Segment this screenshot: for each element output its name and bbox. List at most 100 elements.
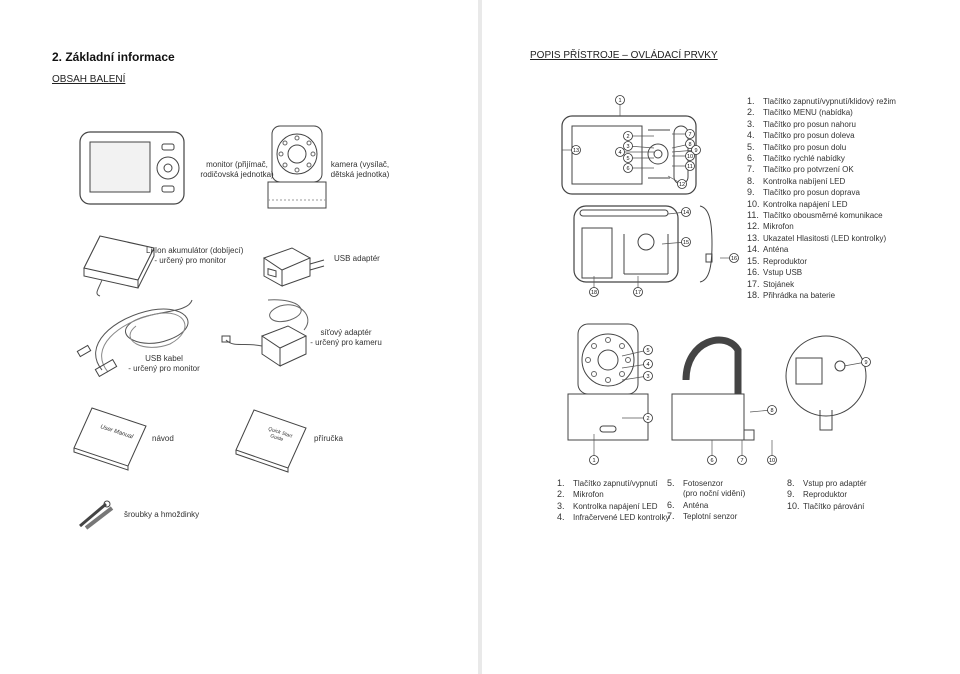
guide-cover-text-2: Guide [269, 433, 284, 443]
callout-number: 5 [626, 156, 629, 162]
list-item-number: 11. [747, 210, 759, 221]
callout-circle [643, 371, 653, 381]
camera-back-illustration [785, 335, 867, 431]
list-item: 10.Kontrolka napájení LED [747, 199, 896, 210]
callout-badge: 17 [633, 276, 643, 297]
monitor-controls-list: 1.Tlačítko zapnutí/vypnutí/klidový režim… [747, 96, 896, 301]
callout-badge: 7 [672, 129, 695, 139]
callout-badge: 5 [621, 345, 653, 357]
list-item: 6.Anténa [667, 500, 745, 511]
callout-number: 7 [740, 458, 743, 464]
callout-badge: 3 [623, 141, 655, 151]
list-item: (pro noční vidění) [667, 489, 745, 499]
callout-circle [861, 357, 871, 367]
list-item: 18.Přihrádka na baterie [747, 290, 896, 301]
callout-number: 8 [688, 142, 691, 148]
list-item: 9. Reproduktor [787, 489, 867, 500]
section-title: 2. Základní informace [52, 50, 175, 64]
list-item-text: Anténa [683, 500, 709, 510]
list-item-number: 16. [747, 267, 760, 278]
callout-circle [729, 253, 739, 263]
list-item-number: 9. [787, 489, 795, 500]
callout-badge: 4 [615, 147, 654, 157]
monitor-label: monitor (přijímač,rodičovská jednotka) [200, 160, 274, 179]
list-item-text: Vstup USB [763, 268, 803, 278]
callout-circle [685, 161, 695, 171]
callout-circle [685, 151, 695, 161]
list-item-number: 1. [557, 478, 565, 488]
callout-number: 6 [710, 458, 713, 464]
callout-number: 15 [683, 240, 689, 246]
list-item-text: Tlačítko zapnutí/vypnutí/klidový režim [763, 97, 896, 106]
list-item-text: Tlačítko pro posun doprava [763, 188, 860, 198]
list-item-number: 3. [747, 118, 755, 129]
list-item-number: 7. [747, 164, 755, 175]
list-item: 14.Anténa [747, 244, 896, 255]
list-item: 1.Tlačítko zapnutí/vypnutí [557, 478, 670, 489]
callout-number: 2 [646, 416, 649, 422]
list-item-text: Tlačítko rychlé nabídky [763, 154, 845, 164]
callout-circle [691, 145, 701, 155]
callout-number: 6 [626, 166, 629, 172]
package-contents-heading: OBSAH BALENÍ [52, 74, 126, 85]
list-item-number: 14. [747, 244, 760, 255]
list-item-number: 10. [787, 500, 800, 511]
monitor-back-illustration [573, 205, 679, 283]
guide-label: příručka [314, 434, 343, 443]
list-item-text: Anténa [763, 245, 789, 255]
network-adapter-label: síťový adaptér- určený pro kameru [310, 328, 382, 347]
callout-badge: 1 [615, 95, 625, 116]
quick-start-guide-illustration: Quick Start Guide [235, 409, 307, 473]
list-item: 5.Tlačítko pro posun dolu [747, 142, 896, 153]
callout-badge: 5 [623, 153, 654, 163]
list-item: 4.Tlačítko pro posun doleva [747, 130, 896, 141]
list-item-text: Kontrolka nabíjení LED [763, 176, 846, 186]
callout-circle [685, 129, 695, 139]
list-item: 8.Kontrolka nabíjení LED [747, 176, 896, 187]
callout-number: 2 [626, 134, 629, 140]
list-item: 16.Vstup USB [747, 267, 896, 278]
list-item-text: Reproduktor [803, 490, 848, 500]
callout-badge: 16 [720, 253, 739, 263]
list-item-number: 4. [747, 130, 755, 141]
list-item: 12.Mikrofon [747, 221, 896, 232]
list-item: 15.Reproduktor [747, 256, 896, 267]
list-item-text: Tlačítko párování [803, 501, 865, 511]
callout-number: 14 [683, 210, 689, 216]
callout-circle [589, 455, 599, 465]
callout-badge: 10 [672, 151, 695, 161]
callout-badge: 18 [589, 276, 599, 297]
callout-circle [643, 413, 653, 423]
list-item-number: 15. [747, 255, 760, 266]
list-item-number: 5. [747, 141, 755, 152]
list-item-number: 17. [747, 278, 760, 289]
list-item: 7. Tlačítko pro potvrzení OK [747, 164, 896, 175]
callout-circle [681, 237, 691, 247]
callout-circle [589, 287, 599, 297]
camera-illustration [267, 125, 327, 209]
list-item-text: Tlačítko pro potvrzení OK [763, 165, 854, 175]
list-item: 13.Ukazatel Hlasitosti (LED kontrolky) [747, 233, 896, 244]
callout-circle [643, 359, 653, 369]
list-item-number: 5. [667, 478, 675, 488]
monitor-illustration [79, 131, 185, 205]
callout-number: 1 [592, 458, 595, 464]
list-item-number: 3. [557, 500, 565, 511]
callout-number: 17 [635, 290, 641, 296]
list-item: 5.Fotosenzor [667, 478, 745, 489]
callout-circle [643, 345, 653, 355]
list-item-text: Tlačítko pro posun nahoru [763, 119, 856, 129]
callout-number: 1 [618, 98, 621, 104]
list-item: 8.Vstup pro adaptér [787, 478, 867, 489]
list-item-text: Ukazatel Hlasitosti (LED kontrolky) [763, 233, 887, 243]
callout-circle [623, 131, 633, 141]
callout-badge: 8 [671, 139, 695, 149]
list-item-text: Mikrofon [763, 222, 794, 232]
callout-circle [737, 455, 747, 465]
callout-number: 7 [688, 132, 691, 138]
callout-circle [615, 147, 625, 157]
camera-label: kamera (vysílač,dětská jednotka) [330, 160, 390, 179]
camera-front-illustration [567, 323, 649, 441]
